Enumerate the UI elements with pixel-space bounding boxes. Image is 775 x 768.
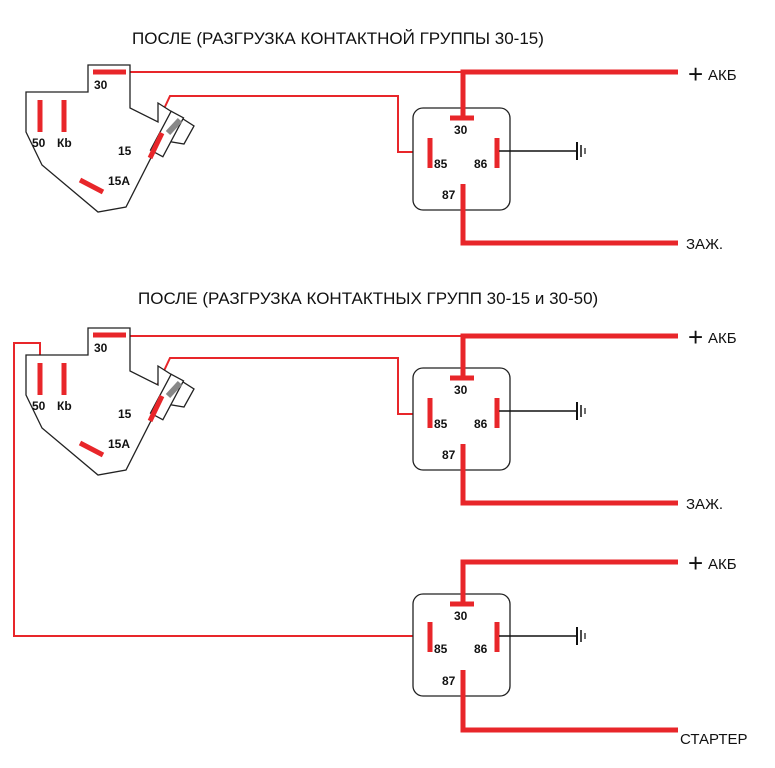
relay-2-pin-85: 85 [434,417,448,431]
relay-2-pin-30: 30 [454,383,468,397]
title-top: ПОСЛЕ (РАЗГРУЗКА КОНТАКТНОЙ ГРУППЫ 30-15… [132,29,544,48]
ground-1 [499,142,586,160]
relay-1-pin-85: 85 [434,157,448,171]
switch-pin-kb-bottom: Кb [57,399,72,413]
wire-akb-mid [460,333,678,376]
gray-contact-top [165,117,183,136]
switch-pin-15a-bottom: 15А [108,437,130,451]
relay-3-pin-87: 87 [442,674,456,688]
relay-3: 30 85 86 87 [412,593,511,697]
switch-pin-15a-top: 15А [108,174,130,188]
ignition-switch-bottom: 30 50 Кb 15 15А [25,327,195,476]
plus-sign-3: + [688,548,703,578]
relay-3-pin-85: 85 [434,642,448,656]
switch-pin-15-top: 15 [118,144,132,158]
contact-15a-top [78,177,105,195]
relay-3-pin-86: 86 [474,642,488,656]
wire-50-to-starter-relay [13,342,430,637]
relay-2: 30 85 86 87 [412,367,511,471]
label-ignition-2: ЗАЖ. [686,496,723,513]
ignition-switch-top: 30 50 Кb 15 15А [25,64,195,213]
contact-15a-bottom [78,440,105,458]
wire-ignition-bottom [460,464,678,506]
relay-2-pin-86: 86 [474,417,488,431]
contact-15-bottom [147,394,165,423]
label-starter: СТАРТЕР [680,731,748,748]
label-akb-2: АКБ [708,330,737,347]
wire-akb-top [460,69,678,116]
switch-pin-50-top: 50 [32,136,46,150]
gray-contact-bottom [165,380,183,399]
relay-1-pin-86: 86 [474,157,488,171]
switch-pin-30-bottom: 30 [94,341,108,355]
label-akb-1: АКБ [708,67,737,84]
wire-15-to-85-top [154,95,430,153]
relay-2-pin-87: 87 [442,448,456,462]
title-bottom: ПОСЛЕ (РАЗГРУЗКА КОНТАКТНЫХ ГРУПП 30-15 … [138,289,598,308]
relay-1-pin-30: 30 [454,123,468,137]
wire-ignition-top [460,204,678,246]
switch-pin-kb-top: Кb [57,136,72,150]
ground-3 [499,627,586,645]
label-akb-3: АКБ [708,556,737,573]
plus-sign-1: + [688,59,703,89]
switch-pin-30-top: 30 [94,78,108,92]
ground-2 [499,402,586,420]
relay-1: 30 85 86 87 [412,107,511,211]
wire-starter [460,690,678,733]
contact-15-top [147,131,165,160]
switch-pin-15-bottom: 15 [118,407,132,421]
relay-1-pin-87: 87 [442,188,456,202]
plus-sign-2: + [688,322,703,352]
wire-akb-bottom [460,559,678,602]
switch-pin-50-bottom: 50 [32,399,46,413]
relay-3-pin-30: 30 [454,609,468,623]
wire-15-to-85-bottom [154,357,430,415]
label-ignition-1: ЗАЖ. [686,236,723,253]
